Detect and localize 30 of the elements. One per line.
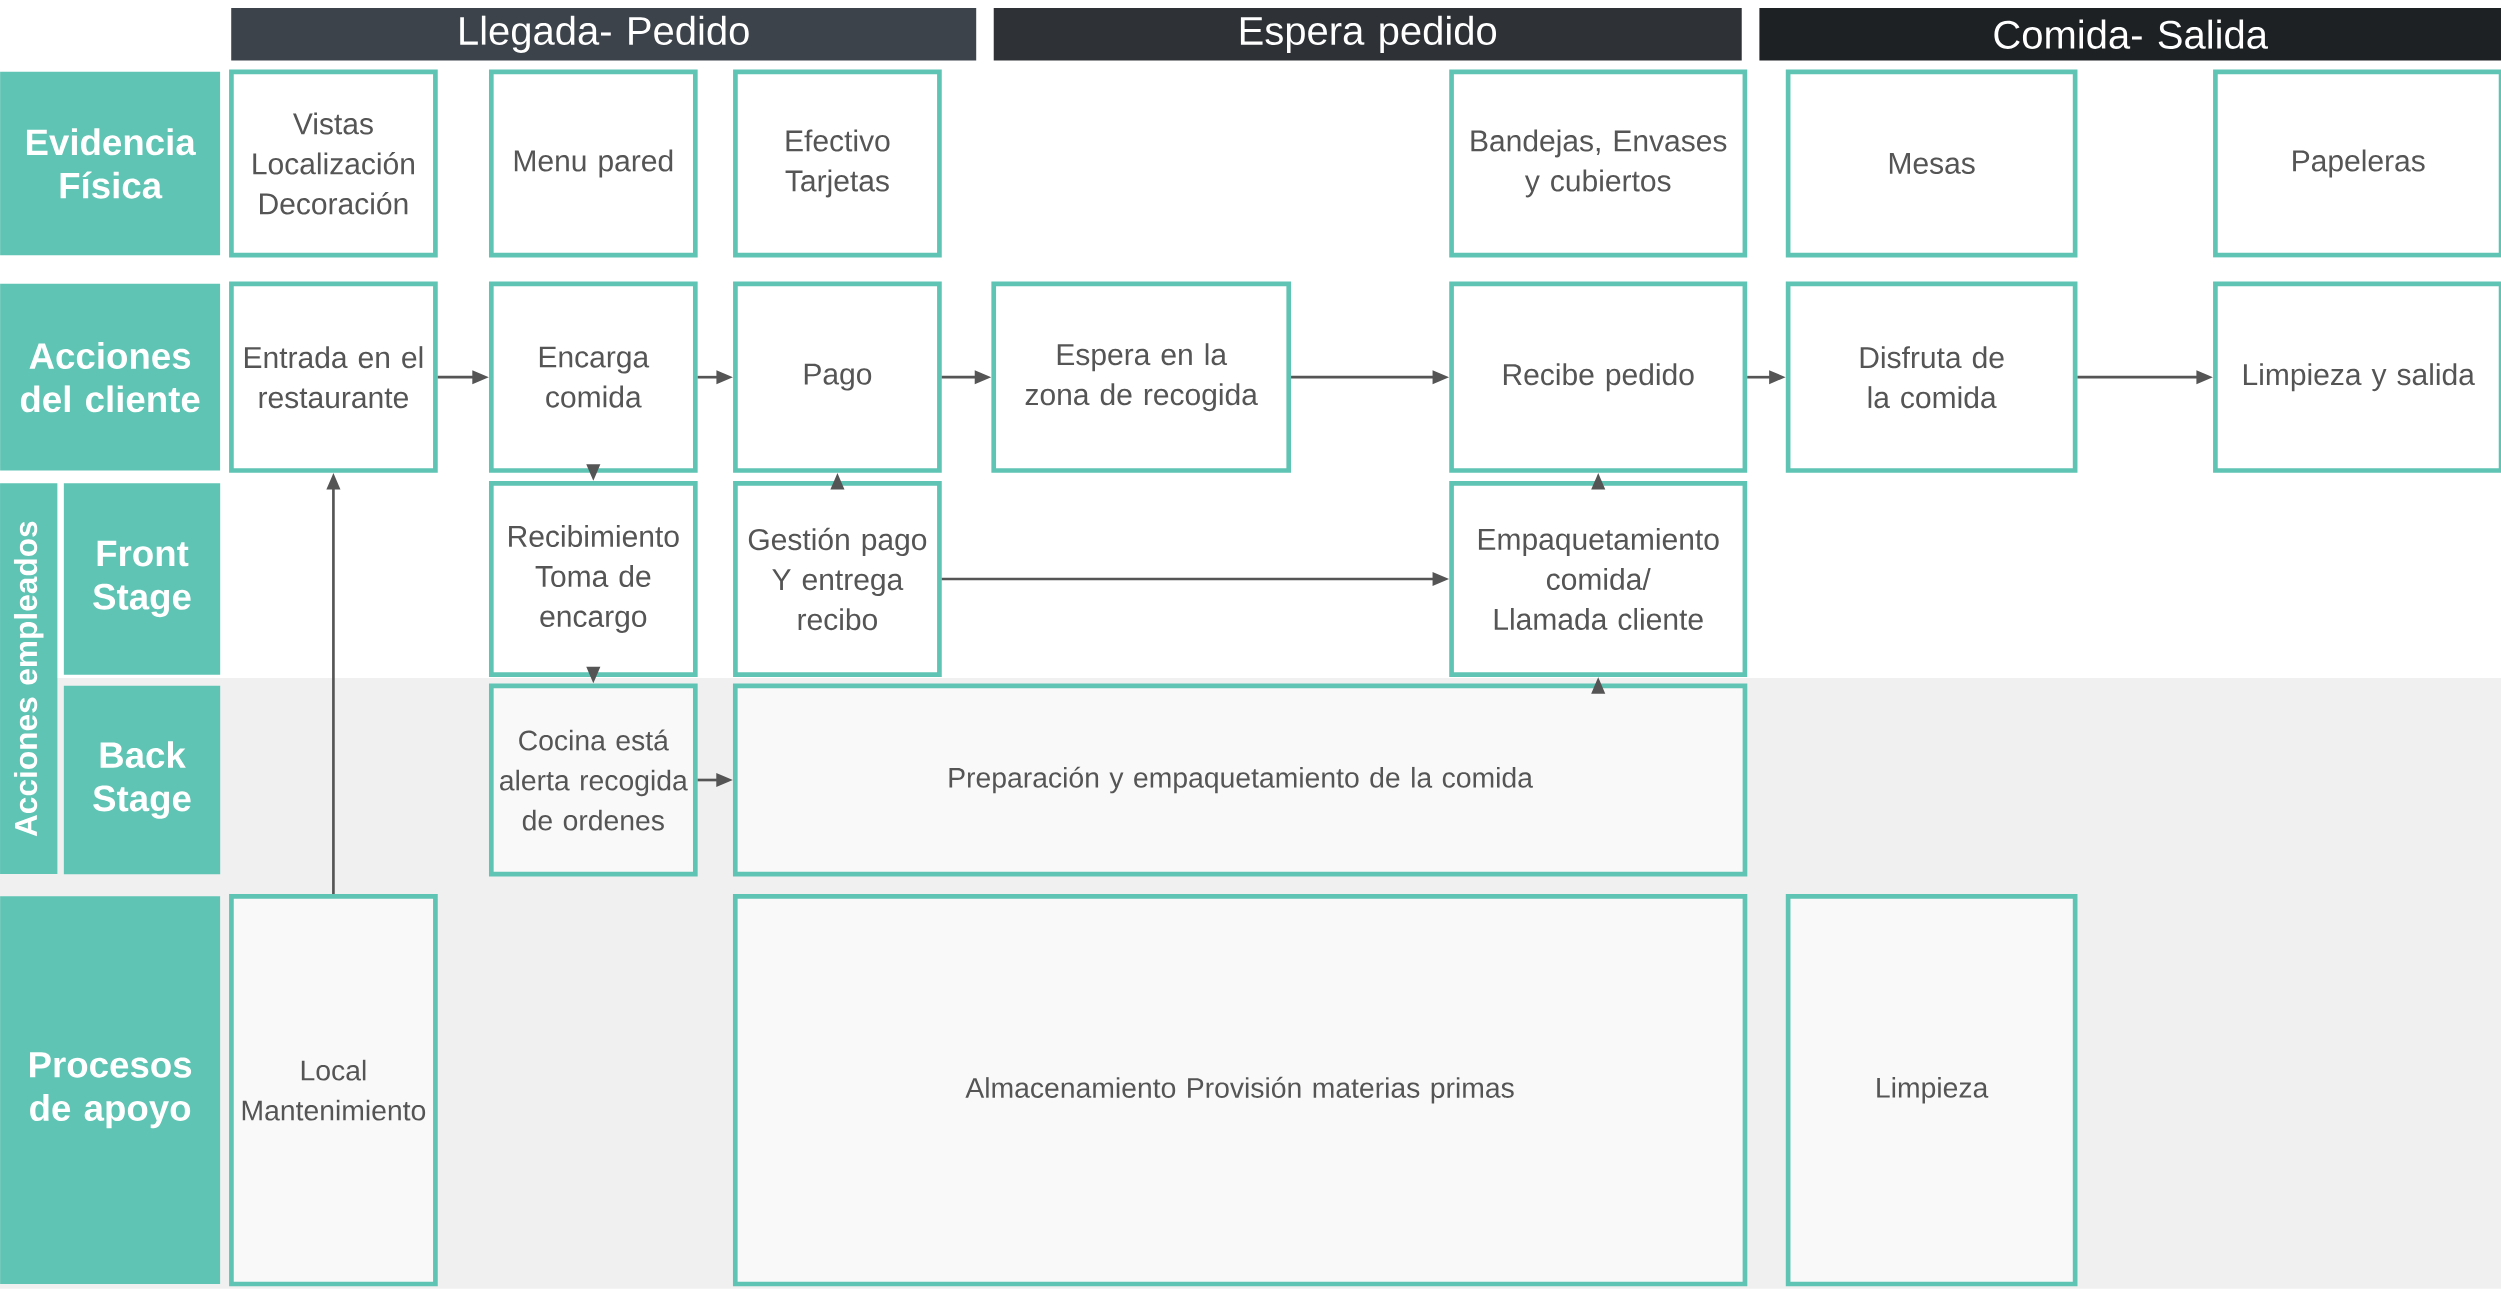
step-box: Espera en la zona de recogida <box>991 281 1292 473</box>
row-label: Back Stage <box>63 685 221 875</box>
step-box: Limpieza <box>1785 894 2078 1287</box>
step-box: Bandejas, Envases y cubiertos <box>1449 69 1748 258</box>
phase-header: Comida- Salida <box>1759 7 2501 61</box>
step-box: Efectivo Tarjetas <box>733 69 942 258</box>
step-box: Local Mantenimiento <box>229 894 438 1287</box>
step-box: Menu pared <box>489 69 698 258</box>
row-label: Acciones del cliente <box>0 283 221 471</box>
step-box: Papeleras <box>2213 69 2501 258</box>
step-box: Mesas <box>1785 69 2078 258</box>
step-box: Vistas Localización Decoración <box>229 69 438 258</box>
step-box: Recibimiento Toma de encargo <box>489 481 698 677</box>
step-box: Pago <box>733 281 942 473</box>
step-box: Preparación y empaquetamiento de la comida <box>732 683 1748 877</box>
step-box: Entrada en el restaurante <box>229 281 438 473</box>
row-label: Procesos de apoyo <box>0 896 221 1285</box>
step-box: Disfruta de la comida <box>1785 281 2078 473</box>
step-box: Empaquetamiento comida/ Llamada cliente <box>1449 481 1748 677</box>
step-box: Limpieza y salida <box>2213 281 2501 473</box>
step-box: Almacenamiento Provisión materias primas <box>732 894 1748 1287</box>
step-box: Cocina está alerta recogida de ordenes <box>489 683 698 877</box>
step-box: Recibe pedido <box>1449 281 1748 473</box>
step-box: Gestión pago Y entrega recibo <box>733 481 942 677</box>
step-box: Encarga comida <box>489 281 698 473</box>
row-label: Front Stage <box>63 483 221 675</box>
phase-header: Llegada- Pedido <box>231 7 977 61</box>
row-label: Evidencia Física <box>0 71 221 256</box>
phase-header: Espera pedido <box>993 7 1742 61</box>
row-label: Acciones empleados <box>0 483 58 874</box>
